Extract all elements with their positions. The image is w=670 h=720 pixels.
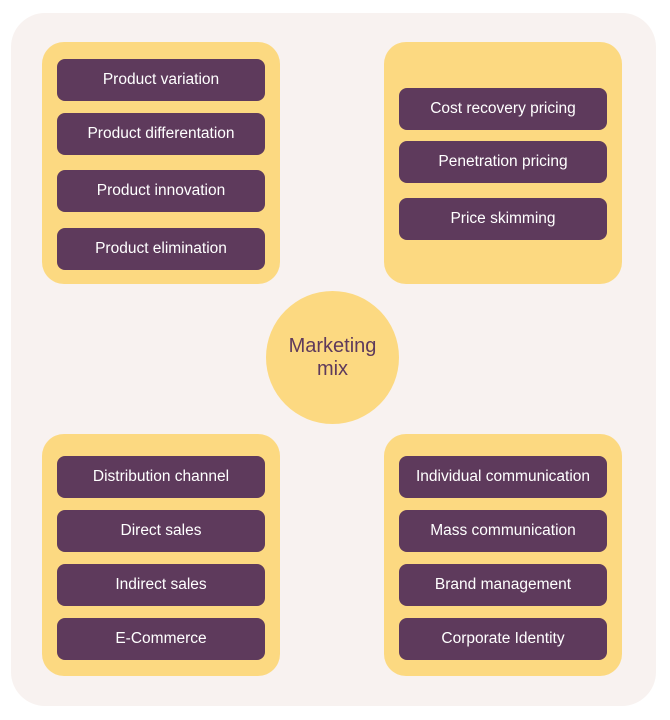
item-bottom-left-4[interactable]: E-Commerce: [57, 618, 265, 660]
item-bottom-right-4[interactable]: Corporate Identity: [399, 618, 607, 660]
center-node[interactable]: Marketing mix: [266, 291, 399, 424]
quadrant-top-right: Cost recovery pricing Penetration pricin…: [384, 42, 622, 284]
item-bottom-left-3[interactable]: Indirect sales: [57, 564, 265, 606]
quadrant-bottom-right: Individual communication Mass communicat…: [384, 434, 622, 676]
item-bottom-left-1[interactable]: Distribution channel: [57, 456, 265, 498]
item-top-left-4[interactable]: Product elimination: [57, 228, 265, 270]
item-top-left-3[interactable]: Product innovation: [57, 170, 265, 212]
quadrant-bottom-left: Distribution channel Direct sales Indire…: [42, 434, 280, 676]
item-top-left-1[interactable]: Product variation: [57, 59, 265, 101]
item-bottom-left-2[interactable]: Direct sales: [57, 510, 265, 552]
item-top-right-2[interactable]: Penetration pricing: [399, 141, 607, 183]
item-top-right-1[interactable]: Cost recovery pricing: [399, 88, 607, 130]
item-bottom-right-2[interactable]: Mass communication: [399, 510, 607, 552]
item-top-right-3[interactable]: Price skimming: [399, 198, 607, 240]
quadrant-top-left: Product variation Product differentation…: [42, 42, 280, 284]
item-bottom-right-1[interactable]: Individual communication: [399, 456, 607, 498]
item-bottom-right-3[interactable]: Brand management: [399, 564, 607, 606]
center-label: Marketing mix: [288, 334, 377, 380]
item-top-left-2[interactable]: Product differentation: [57, 113, 265, 155]
